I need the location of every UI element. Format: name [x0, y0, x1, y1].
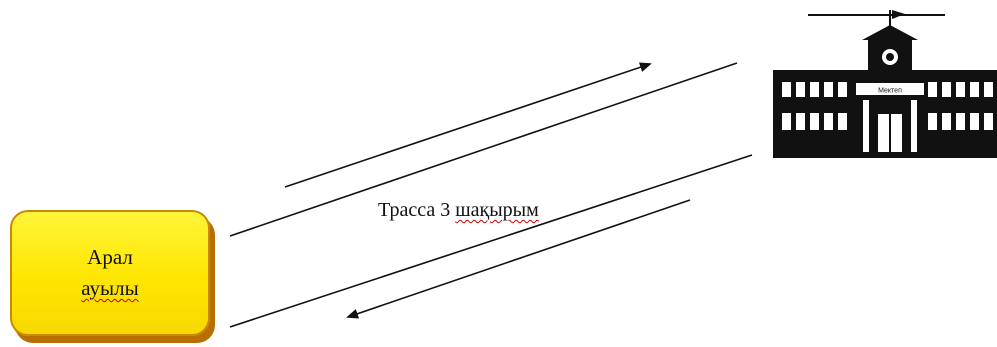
village-name-line1: Арал — [87, 244, 133, 269]
road-label-word: шақырым — [455, 199, 539, 221]
school-sign-text: Мектеп — [878, 88, 902, 95]
aral-village-box: Арал ауылы — [10, 210, 210, 336]
road-distance-label: Трасса 3 шақырым — [378, 199, 539, 222]
arrow-to-village — [346, 199, 691, 319]
road-label-prefix: Трасса 3 — [378, 199, 451, 221]
school-building-icon — [773, 10, 997, 158]
road-upper-line — [229, 62, 738, 237]
village-name-line2: ауылы — [81, 276, 139, 300]
road-lower-line — [229, 154, 753, 328]
arrow-to-school — [284, 62, 652, 188]
